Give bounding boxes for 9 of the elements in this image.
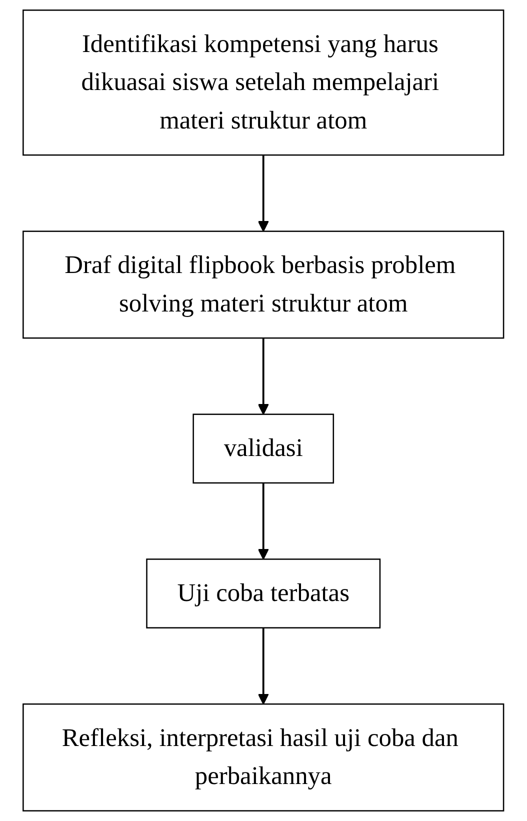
node-box: validasi xyxy=(192,414,334,484)
node-box: Draf digital flipbook berbasis problem solving materi struktur atom xyxy=(22,230,504,339)
arrow xyxy=(258,482,270,560)
node-box: Refleksi, interpretasi hasil uji coba dan perbaikannya xyxy=(22,703,504,812)
arrow xyxy=(258,155,270,232)
arrow xyxy=(258,628,270,705)
node-box: Uji coba terbatas xyxy=(146,558,381,628)
node-box: Identifikasi kompetensi yang harus dikuasai siswa setelah mempelajari materi struktur atom xyxy=(22,10,504,156)
arrow xyxy=(258,338,270,415)
